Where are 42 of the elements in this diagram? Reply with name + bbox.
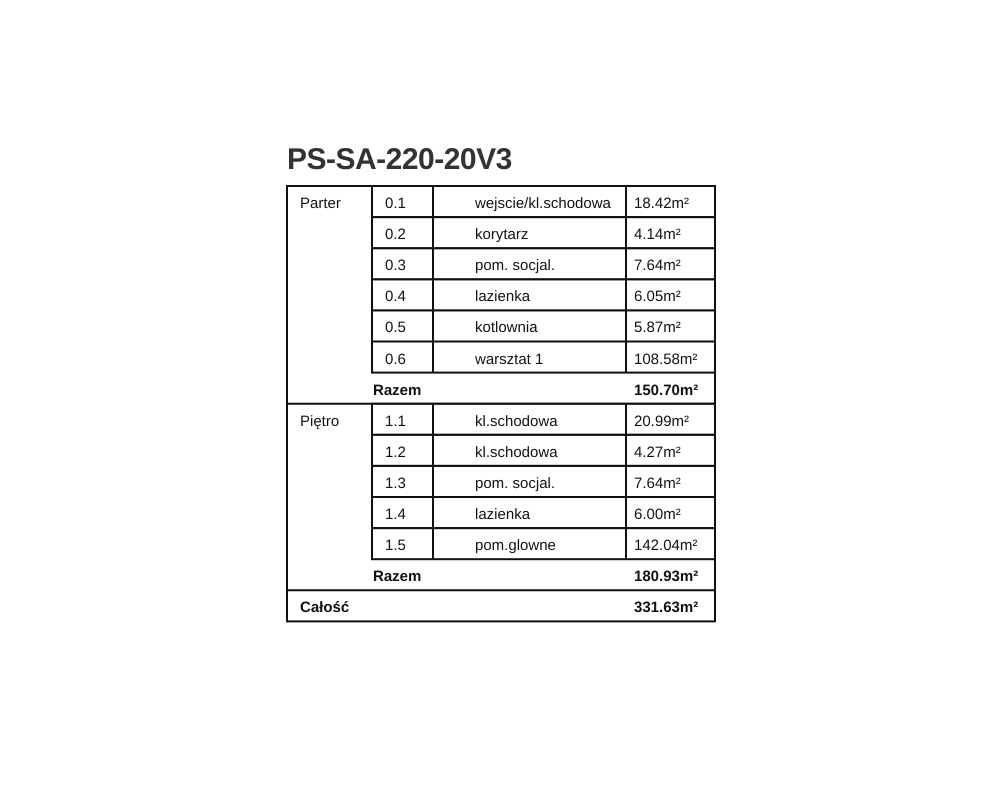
table-cell: 0.5 (385, 319, 406, 338)
table-cell: 0.6 (385, 350, 406, 368)
row-header: Piętro (300, 412, 340, 431)
table-cell: pom.glowne (475, 537, 556, 556)
table-cell: 20.99m² (634, 412, 690, 431)
table-cell: wejscie/kl.schodowa (475, 195, 611, 213)
table-cell: 0.1 (385, 195, 406, 213)
table-cell: pom. socjal. (475, 257, 556, 276)
table-cell: lazienka (475, 288, 530, 306)
table-cell: 0.4 (385, 288, 406, 306)
table-cell: 1.5 (385, 537, 406, 556)
total-label: Razem (373, 382, 422, 400)
table-cell: 1.1 (385, 412, 406, 431)
total-label: Razem (373, 568, 422, 586)
total-label: Całość (300, 599, 350, 618)
table-cell: 7.64m² (634, 474, 681, 493)
table-cell: 4.14m² (634, 226, 681, 244)
table-cell: 18.42m² (634, 195, 690, 213)
table-cell: kl.schodowa (475, 444, 558, 462)
table-cell: pom. socjal. (475, 474, 556, 493)
table-cell: 6.00m² (634, 506, 681, 524)
total-value: 150.70m² (634, 382, 698, 400)
table-cell: 0.2 (385, 226, 406, 244)
table-cell: 108.58m² (634, 350, 698, 368)
table-cell: 4.27m² (634, 444, 681, 462)
table-cell: lazienka (475, 506, 530, 524)
table-cell: kotlownia (475, 319, 538, 338)
table-cell: warsztat 1 (475, 350, 544, 368)
row-header: Parter (300, 195, 341, 213)
total-value: 180.93m² (634, 568, 698, 586)
table-cell: 142.04m² (634, 537, 698, 556)
table-cell: 1.4 (385, 506, 406, 524)
table-cell: 1.3 (385, 474, 406, 493)
table-cell: 7.64m² (634, 257, 681, 276)
table-title: PS-SA-220-20V3 (287, 143, 512, 177)
table-cell: 6.05m² (634, 288, 681, 306)
table-cell: 1.2 (385, 444, 406, 462)
table-cell: 0.3 (385, 257, 406, 276)
table-cell: korytarz (475, 226, 528, 244)
total-value: 331.63m² (634, 599, 698, 618)
table-cell: 5.87m² (634, 319, 681, 338)
table-cell: kl.schodowa (475, 412, 558, 431)
